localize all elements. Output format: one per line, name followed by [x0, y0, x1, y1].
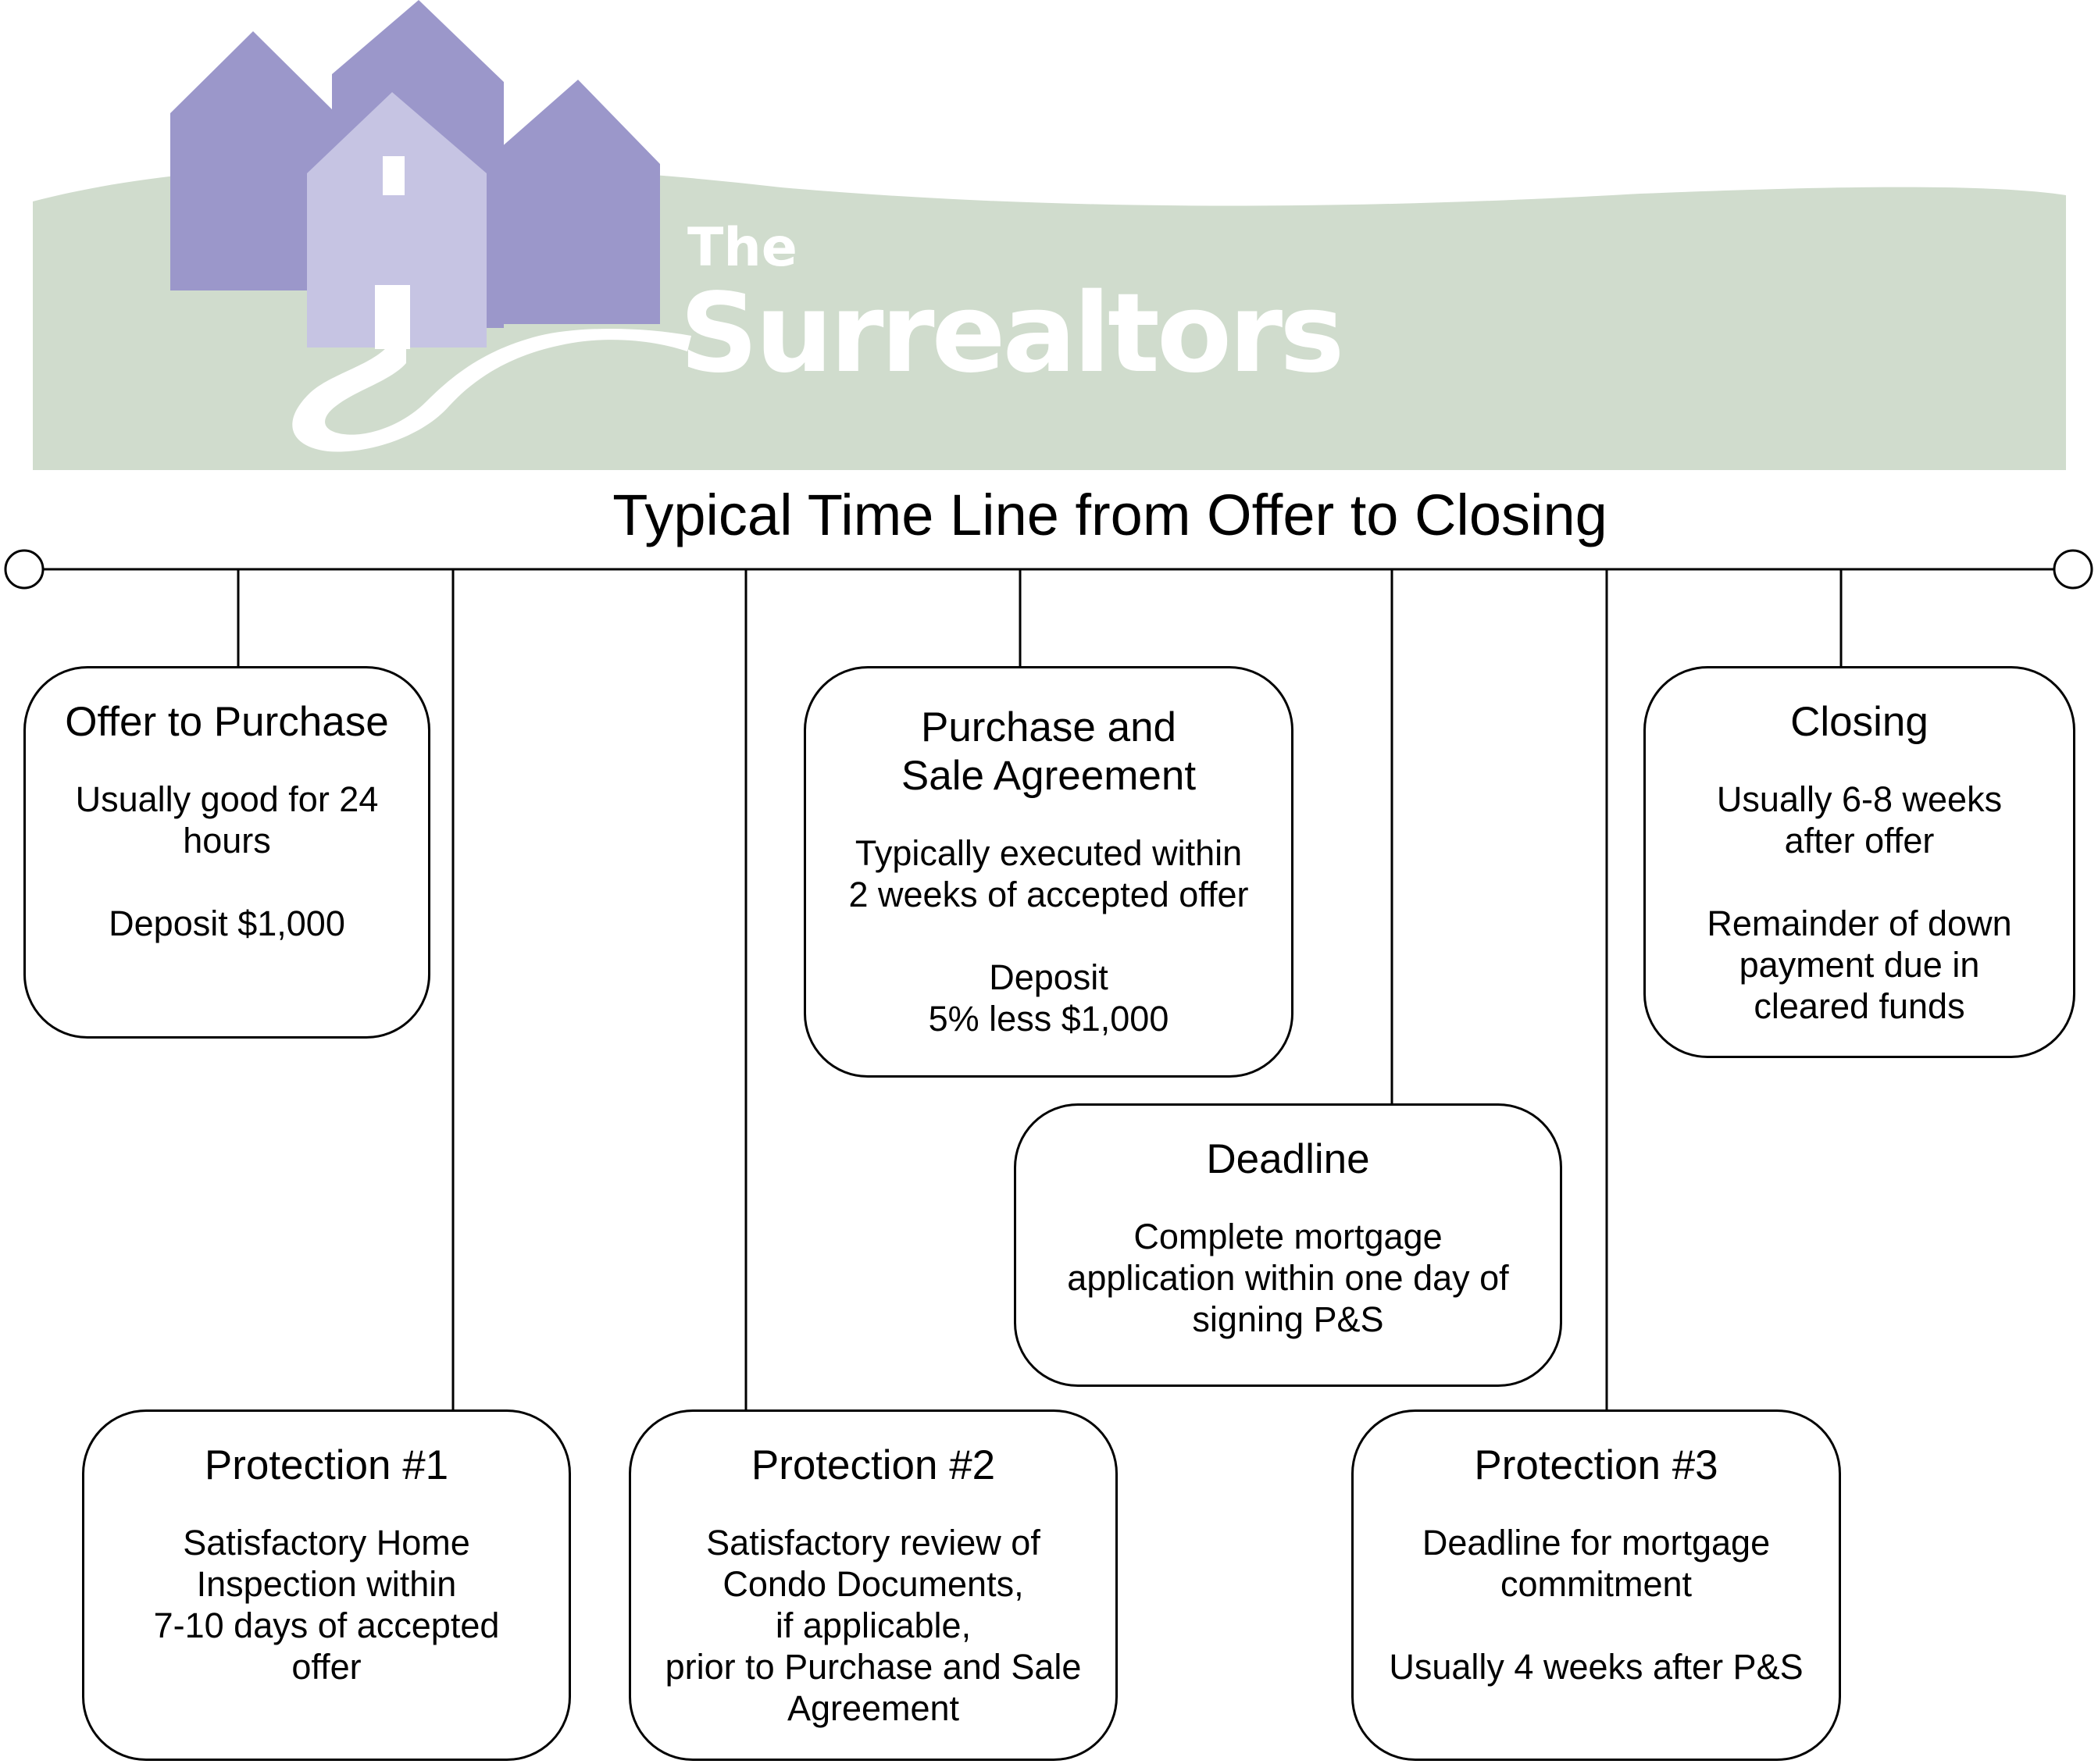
house-dark-left — [170, 31, 336, 290]
milestone-title: Protection #2 — [751, 1442, 996, 1488]
surrealtors-logo: The Surrealtors — [33, 0, 2066, 470]
milestone-purchase-and-sale: Purchase and Sale Agreement Typically ex… — [804, 666, 1293, 1078]
milestone-timing: Usually 4 weeks after P&S — [1389, 1647, 1804, 1687]
milestone-title: Purchase and Sale Agreement — [901, 704, 1197, 799]
milestone-funds: Remainder of down payment due in cleared… — [1707, 903, 2012, 1026]
timeline-end-marker — [2053, 549, 2093, 590]
milestone-deposit: Deposit $1,000 — [109, 903, 345, 943]
house-window — [383, 156, 405, 195]
milestone-title: Protection #1 — [204, 1442, 449, 1488]
timeline-start-marker — [4, 549, 45, 590]
house-light-front — [307, 92, 487, 347]
house-dark-right — [500, 80, 660, 324]
milestone-closing: Closing Usually 6-8 weeks after offer Re… — [1643, 666, 2075, 1058]
milestone-detail: Satisfactory Home Inspection within 7-10… — [153, 1523, 500, 1687]
milestone-detail: Typically executed within 2 weeks of acc… — [848, 833, 1249, 914]
milestone-detail: Usually good for 24 hours — [75, 779, 379, 861]
milestone-title: Offer to Purchase — [65, 699, 389, 745]
milestone-protection-3: Protection #3 Deadline for mortgage comm… — [1351, 1409, 1841, 1761]
page-title: Typical Time Line from Offer to Closing — [612, 483, 1607, 547]
milestone-title: Protection #3 — [1474, 1442, 1718, 1488]
milestone-protection-2: Protection #2 Satisfactory review of Con… — [629, 1409, 1118, 1761]
milestone-detail: Satisfactory review of Condo Documents, … — [665, 1523, 1082, 1728]
logo-brand-text: Surrealtors — [680, 270, 1341, 397]
milestone-title: Closing — [1790, 699, 1929, 745]
house-door — [375, 285, 410, 349]
milestone-offer-to-purchase: Offer to Purchase Usually good for 24 ho… — [23, 666, 430, 1039]
milestone-detail: Usually 6-8 weeks after offer — [1716, 779, 2003, 861]
milestone-detail: Complete mortgage application within one… — [1067, 1217, 1509, 1339]
milestone-title: Deadline — [1206, 1136, 1370, 1182]
milestone-deadline: Deadline Complete mortgage application w… — [1014, 1103, 1562, 1387]
milestone-detail: Deadline for mortgage commitment — [1422, 1523, 1771, 1604]
milestone-deposit: Deposit 5% less $1,000 — [928, 957, 1169, 1039]
logo-the-text: The — [687, 217, 797, 279]
winding-path — [292, 329, 691, 452]
milestone-protection-1: Protection #1 Satisfactory Home Inspecti… — [82, 1409, 571, 1761]
